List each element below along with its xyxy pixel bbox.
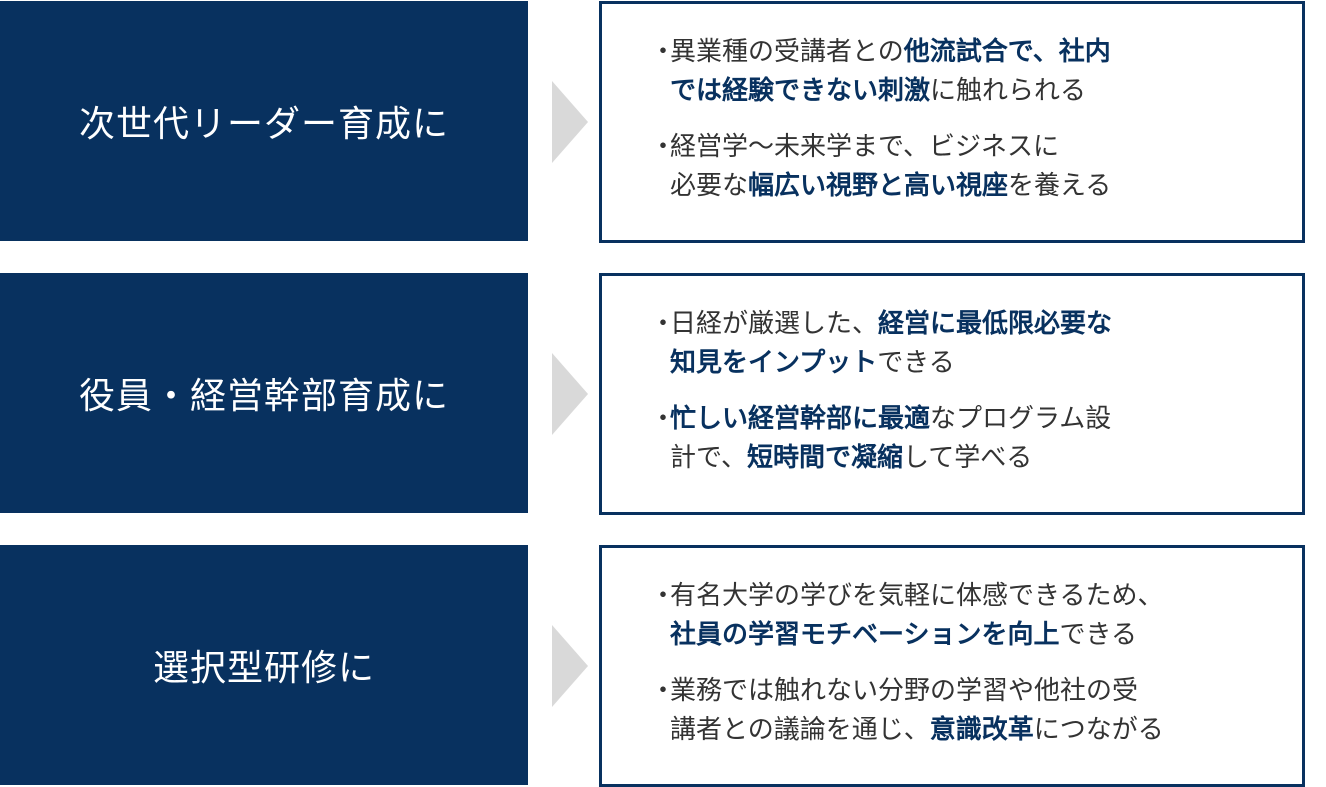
- category-label: 次世代リーダー育成に: [78, 104, 449, 145]
- body-text: 経営学〜未来学まで、ビジネスに: [670, 132, 1059, 162]
- bullet-line: 社員の学習モチベーションを向上できる: [670, 616, 1163, 655]
- bullet-item: ・忙しい経営幹部に最適なプログラム設計で、短時間で凝縮して学べる: [644, 400, 1264, 478]
- highlight-text: 幅広い視野と高い視座: [748, 171, 1009, 201]
- body-text: 講者との議論を通じ、: [670, 715, 930, 745]
- category-label: 選択型研修に: [152, 648, 375, 689]
- highlight-text: 意識改革: [929, 715, 1034, 745]
- category-box: 役員・経営幹部育成に: [0, 273, 528, 513]
- bullet-text: 経営学〜未来学まで、ビジネスに必要な幅広い視野と高い視座を養える: [670, 128, 1111, 206]
- bullet-line: 異業種の受講者との他流試合で、社内: [670, 33, 1111, 72]
- bullet-dot: ・: [650, 404, 677, 434]
- bullet-item: ・経営学〜未来学まで、ビジネスに必要な幅広い視野と高い視座を養える: [644, 128, 1264, 206]
- bullet-line: 有名大学の学びを気軽に体感できるため、: [670, 577, 1163, 616]
- chevron-right-icon: [552, 81, 588, 163]
- body-text: 計で、: [670, 443, 747, 473]
- category-label: 役員・経営幹部育成に: [78, 376, 449, 417]
- body-text: して学べる: [902, 443, 1033, 473]
- row-2: 役員・経営幹部育成に ・日経が厳選した、経営に最低限必要な知見をインプットできる…: [0, 273, 1326, 515]
- bullet-dot: ・: [650, 309, 677, 339]
- bullet-line: 業務では触れない分野の学習や他社の受: [670, 672, 1164, 711]
- bullet-dot: ・: [650, 676, 677, 706]
- bullet-dot: ・: [650, 37, 677, 67]
- bullet-list: ・異業種の受講者との他流試合で、社内では経験できない刺激に触れられる・経営学〜未…: [644, 33, 1264, 223]
- row-1: 次世代リーダー育成に ・異業種の受講者との他流試合で、社内では経験できない刺激に…: [0, 1, 1326, 243]
- body-text: できる: [877, 348, 955, 378]
- bullet-line: 講者との議論を通じ、意識改革につながる: [670, 711, 1164, 750]
- body-text: につながる: [1033, 715, 1164, 745]
- body-text: 日経が厳選した、: [670, 309, 879, 339]
- category-box: 選択型研修に: [0, 545, 528, 785]
- chevron-right-icon: [552, 353, 588, 435]
- body-text: できる: [1059, 620, 1137, 650]
- body-text: を養える: [1008, 171, 1112, 201]
- bullet-line: 必要な幅広い視野と高い視座を養える: [670, 167, 1111, 206]
- bullet-item: ・業務では触れない分野の学習や他社の受講者との議論を通じ、意識改革につながる: [644, 672, 1264, 750]
- bullet-item: ・有名大学の学びを気軽に体感できるため、社員の学習モチベーションを向上できる: [644, 577, 1264, 655]
- chevron-right-icon: [552, 625, 588, 707]
- highlight-text: 他流試合で、社内: [903, 37, 1111, 67]
- bullet-text: 忙しい経営幹部に最適なプログラム設計で、短時間で凝縮して学べる: [670, 400, 1111, 478]
- bullet-line: では経験できない刺激に触れられる: [670, 72, 1111, 111]
- bullet-line: 日経が厳選した、経営に最低限必要な: [670, 305, 1112, 344]
- description-box: ・日経が厳選した、経営に最低限必要な知見をインプットできる・忙しい経営幹部に最適…: [599, 273, 1305, 515]
- bullet-line: 知見をインプットできる: [670, 344, 1112, 383]
- highlight-text: 経営に最低限必要な: [878, 309, 1113, 339]
- description-box: ・異業種の受講者との他流試合で、社内では経験できない刺激に触れられる・経営学〜未…: [599, 1, 1305, 243]
- body-text: 業務では触れない分野の学習や他社の受: [670, 676, 1139, 706]
- bullet-line: 計で、短時間で凝縮して学べる: [670, 439, 1111, 478]
- body-text: 有名大学の学びを気軽に体感できるため、: [670, 581, 1164, 611]
- bullet-text: 有名大学の学びを気軽に体感できるため、社員の学習モチベーションを向上できる: [670, 577, 1163, 655]
- highlight-text: 短時間で凝縮: [746, 443, 903, 473]
- highlight-text: 知見をインプット: [670, 348, 878, 378]
- bullet-list: ・有名大学の学びを気軽に体感できるため、社員の学習モチベーションを向上できる・業…: [644, 577, 1264, 767]
- body-text: なプログラム設: [930, 404, 1112, 434]
- bullet-text: 日経が厳選した、経営に最低限必要な知見をインプットできる: [670, 305, 1112, 383]
- bullet-text: 異業種の受講者との他流試合で、社内では経験できない刺激に触れられる: [670, 33, 1111, 111]
- row-3: 選択型研修に ・有名大学の学びを気軽に体感できるため、社員の学習モチベーションを…: [0, 545, 1326, 787]
- bullet-list: ・日経が厳選した、経営に最低限必要な知見をインプットできる・忙しい経営幹部に最適…: [644, 305, 1264, 495]
- bullet-item: ・日経が厳選した、経営に最低限必要な知見をインプットできる: [644, 305, 1264, 383]
- bullet-item: ・異業種の受講者との他流試合で、社内では経験できない刺激に触れられる: [644, 33, 1264, 111]
- body-text: 必要な: [670, 171, 749, 201]
- body-text: に触れられる: [930, 76, 1087, 106]
- bullet-text: 業務では触れない分野の学習や他社の受講者との議論を通じ、意識改革につながる: [670, 672, 1164, 750]
- highlight-text: 社員の学習モチベーションを向上: [670, 620, 1060, 650]
- highlight-text: では経験できない刺激: [670, 76, 931, 106]
- category-box: 次世代リーダー育成に: [0, 1, 528, 241]
- bullet-line: 忙しい経営幹部に最適なプログラム設: [670, 400, 1111, 439]
- body-text: 異業種の受講者との: [670, 37, 904, 67]
- highlight-text: 忙しい経営幹部に最適: [670, 404, 931, 434]
- bullet-dot: ・: [650, 581, 677, 611]
- description-box: ・有名大学の学びを気軽に体感できるため、社員の学習モチベーションを向上できる・業…: [599, 545, 1305, 787]
- bullet-line: 経営学〜未来学まで、ビジネスに: [670, 128, 1111, 167]
- bullet-dot: ・: [650, 132, 677, 162]
